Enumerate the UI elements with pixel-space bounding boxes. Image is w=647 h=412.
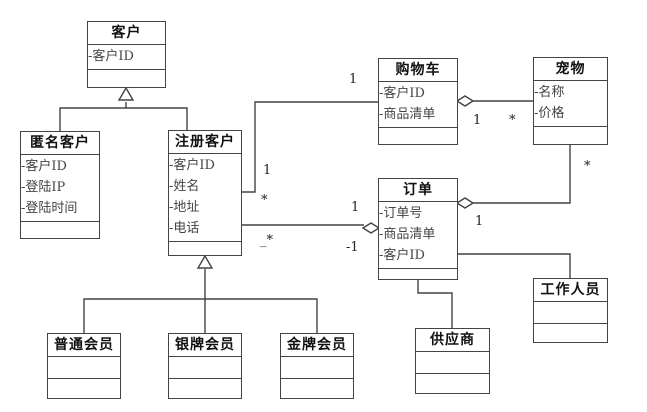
multiplicity-label: * — [261, 193, 268, 208]
attribute: -登陆IP — [21, 180, 66, 195]
attribute-compartment: -客户ID -商品清单 — [379, 82, 457, 128]
attribute: -客户ID — [379, 86, 425, 101]
inheritance-arrow-icon — [117, 86, 135, 101]
class-anonymous-customer[interactable]: 匿名客户 -客户ID -登陆IP -登陆时间 — [20, 131, 100, 239]
aggregation-diamond-icon — [455, 197, 475, 209]
class-staff[interactable]: 工作人员 — [533, 278, 608, 343]
class-shopping-cart[interactable]: 购物车 -客户ID -商品清单 — [378, 58, 458, 145]
attribute: -地址 — [169, 200, 200, 215]
attribute: -姓名 — [169, 179, 200, 194]
class-silver-member[interactable]: 银牌会员 — [168, 333, 242, 399]
class-order[interactable]: 订单 -订单号 -商品清单 -客户ID — [378, 178, 458, 280]
gen-branch-customer — [59, 107, 188, 131]
aggr-order-pet — [472, 143, 571, 204]
multiplicity-label: _* — [260, 233, 273, 248]
class-name: 工作人员 — [534, 279, 607, 302]
multiplicity-label: -1 — [346, 240, 359, 255]
attribute: -订单号 — [379, 206, 423, 221]
attribute-compartment: -客户ID -登陆IP -登陆时间 — [21, 155, 99, 222]
attribute: -名称 — [534, 85, 565, 100]
class-gold-member[interactable]: 金牌会员 — [280, 333, 354, 399]
class-registered-customer[interactable]: 注册客户 -客户ID -姓名 -地址 -电话 — [168, 130, 242, 256]
multiplicity-label: * — [584, 159, 591, 174]
class-pet[interactable]: 宠物 -名称 -价格 — [533, 57, 608, 145]
multiplicity-label: 1 — [349, 72, 358, 87]
assoc-order-staff — [457, 253, 571, 278]
multiplicity-label: 1 — [263, 163, 272, 178]
attribute-compartment: -订单号 -商品清单 -客户ID — [379, 202, 457, 269]
attribute: -电话 — [169, 221, 200, 236]
class-name: 订单 — [379, 179, 457, 202]
class-name: 购物车 — [379, 59, 457, 82]
class-name: 银牌会员 — [169, 334, 241, 357]
attribute: -登陆时间 — [21, 201, 78, 216]
class-customer[interactable]: 客户 -客户ID — [87, 21, 166, 88]
attribute: -客户ID — [21, 159, 67, 174]
class-name: 宠物 — [534, 58, 607, 81]
attribute-compartment — [534, 302, 607, 324]
attribute: -客户ID — [169, 158, 215, 173]
attribute-compartment — [169, 357, 241, 379]
class-supplier[interactable]: 供应商 — [415, 328, 490, 394]
class-name: 匿名客户 — [21, 132, 99, 155]
assoc-registered-cart — [242, 101, 378, 193]
multiplicity-label: 1 — [475, 214, 484, 229]
class-name: 普通会员 — [48, 334, 120, 357]
inheritance-arrow-icon — [196, 254, 214, 269]
class-regular-member[interactable]: 普通会员 — [47, 333, 121, 399]
attribute: -客户ID — [88, 49, 134, 64]
attribute: -商品清单 — [379, 227, 436, 242]
attribute-compartment — [48, 357, 120, 379]
attribute: -价格 — [534, 106, 565, 121]
aggregation-diamond-icon — [455, 95, 475, 107]
multiplicity-label: 1 — [351, 200, 360, 215]
attribute-compartment: -客户ID — [88, 45, 165, 70]
class-name: 供应商 — [416, 329, 489, 352]
attribute-compartment: -名称 -价格 — [534, 81, 607, 127]
attribute-compartment: -客户ID -姓名 -地址 -电话 — [169, 154, 241, 242]
gen-branch-members — [83, 298, 318, 333]
assoc-order-supplier — [417, 279, 453, 328]
attribute-compartment — [416, 352, 489, 374]
aggregation-diamond-icon — [361, 222, 381, 234]
attribute: -商品清单 — [379, 107, 436, 122]
attribute: -客户ID — [379, 248, 425, 263]
class-name: 客户 — [88, 22, 165, 45]
attribute-compartment — [281, 357, 353, 379]
multiplicity-label: 1 — [473, 113, 482, 128]
class-name: 注册客户 — [169, 131, 241, 154]
class-name: 金牌会员 — [281, 334, 353, 357]
multiplicity-label: * — [509, 113, 516, 128]
